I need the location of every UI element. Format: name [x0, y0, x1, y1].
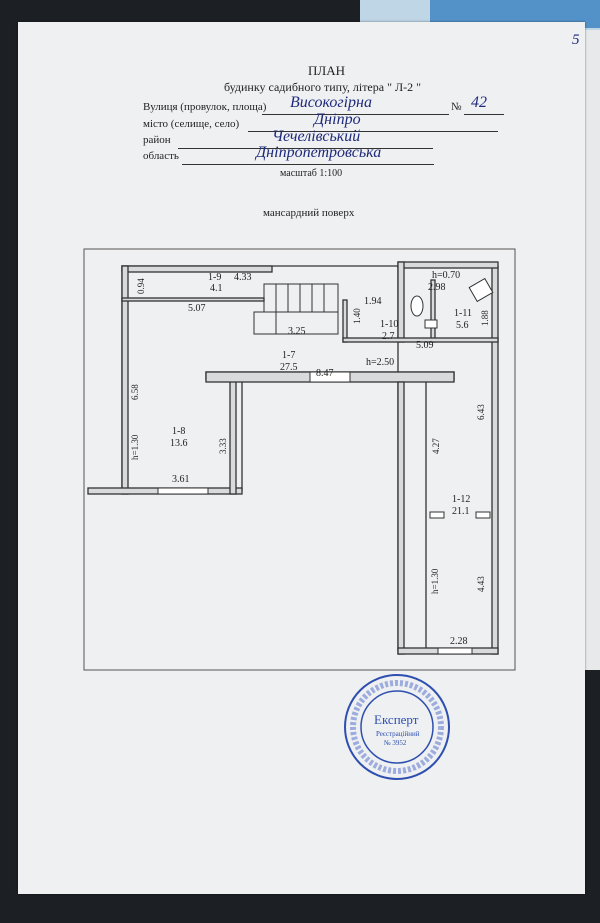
district-label: район: [143, 134, 171, 146]
room-1-9-area: 4.1: [210, 283, 223, 294]
room-1-8-area: 13.6: [170, 438, 188, 449]
room-1-8-id: 1-8: [172, 426, 186, 437]
street-label: Вулиця (провулок, площа): [143, 101, 267, 113]
page-number: 5: [572, 32, 580, 48]
right-block-wall-right: [491, 265, 499, 655]
bathtub-icon: [468, 277, 494, 303]
toilet-icon: [410, 295, 424, 317]
window: [475, 511, 491, 519]
room-1-12-id: 1-12: [452, 494, 471, 505]
dimension-label: h=1.30: [430, 568, 440, 594]
window: [429, 511, 445, 519]
dimension-label: 5.07: [188, 303, 206, 314]
city-label: місто (селище, село): [143, 118, 240, 130]
number-label: №: [451, 101, 462, 113]
floor-plan: [83, 248, 516, 671]
dimension-label: h=0.70: [432, 270, 461, 281]
expert-stamp: [344, 674, 450, 780]
plan-frame: [83, 248, 516, 671]
room-1-7-area: 27.5: [280, 362, 298, 373]
document-subtitle: будинку садибного типу, літера " Л-2 ": [224, 80, 422, 94]
dimension-label: 8.47: [316, 368, 334, 379]
number-underline: [464, 114, 504, 115]
scale-label: масштаб 1:100: [280, 168, 343, 179]
dimension-label: h=1.30: [130, 434, 140, 460]
stamp-line2: № 3952: [384, 739, 407, 747]
region-value: Дніпропетровська: [256, 144, 382, 161]
dimension-label: 6.58: [130, 384, 140, 400]
dimension-label: 0.94: [136, 278, 146, 294]
background-page-edge: [585, 30, 600, 670]
partition-1-10: [342, 299, 348, 343]
right-top-left-wall: [397, 261, 405, 343]
dimension-label: 4.27: [431, 438, 441, 454]
street-underline: [262, 114, 449, 115]
partition-bottom: [342, 337, 499, 343]
room-1-12-area: 21.1: [452, 506, 470, 517]
room-1-10-id: 1-10: [380, 319, 399, 330]
sink-icon: [424, 319, 438, 329]
window: [157, 487, 209, 495]
dimension-label: 2.98: [428, 282, 446, 293]
city-underline: [248, 131, 498, 132]
dimension-label: 3.61: [172, 474, 190, 485]
dimension-label: 3.25: [288, 326, 306, 337]
stamp-line1: Реєстраційний: [376, 730, 420, 738]
document-title: ПЛАН: [308, 63, 345, 78]
dimension-label: 1.40: [352, 308, 362, 324]
dimension-label: 1.88: [480, 310, 490, 326]
region-underline: [182, 164, 434, 165]
staircase: [253, 283, 339, 335]
window: [437, 647, 473, 655]
number-value: 42: [471, 94, 487, 111]
dimension-label: 1.94: [364, 296, 382, 307]
district-underline: [178, 148, 433, 149]
partition-1-9: [121, 297, 265, 302]
document-sheet: 5 ПЛАН будинку садибного типу, літера " …: [18, 22, 585, 894]
stamp-title: Експерт: [374, 712, 419, 727]
dimension-label: 3.33: [218, 438, 228, 454]
dimension-label: 4.33: [234, 272, 252, 283]
window: [309, 371, 351, 383]
floor-label: мансардний поверх: [263, 207, 355, 219]
right-top-wall: [397, 261, 499, 269]
room-1-9-id: 1-9: [208, 272, 222, 283]
room-1-10-area: 2.7: [382, 331, 395, 342]
city-value: Дніпро: [314, 111, 361, 128]
dimension-label: 4.43: [476, 576, 486, 592]
district-value: Чечелівський: [272, 128, 361, 145]
left-inner-wall: [229, 379, 237, 495]
room-1-11-area: 5.6: [456, 320, 469, 331]
region-label: область: [143, 150, 179, 162]
room-1-11-id: 1-11: [454, 308, 472, 319]
dimension-label: h=2.50: [366, 357, 395, 368]
street-value: Високогірна: [290, 94, 372, 111]
dimension-label: 5.09: [416, 340, 434, 351]
right-block-wall-left: [397, 381, 405, 655]
dimension-label: 6.43: [476, 404, 486, 420]
room-1-7-id: 1-7: [282, 350, 296, 361]
dimension-label: 2.28: [450, 636, 468, 647]
